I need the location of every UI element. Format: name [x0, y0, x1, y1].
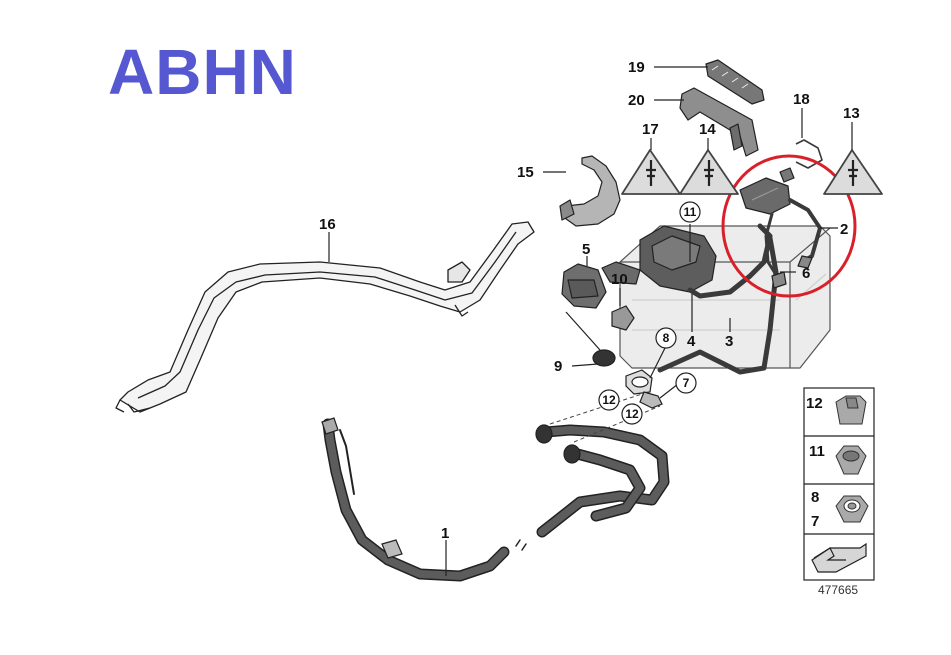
callout-14: 14: [699, 121, 716, 138]
grommet-9: [565, 311, 616, 367]
callout-9: 9: [554, 358, 562, 375]
legend-lock-nut-icon: [835, 495, 869, 523]
callout-2: 2: [840, 221, 848, 238]
callout-12b: 12: [625, 407, 639, 421]
circled-callout-12b: 12: [621, 403, 643, 425]
warning-triangle-17: [621, 149, 681, 195]
callout-3: 3: [725, 333, 733, 350]
callout-10: 10: [611, 271, 628, 288]
circled-callout-8: 8: [655, 327, 677, 349]
shield-15: [559, 155, 621, 227]
clip-10: [611, 305, 635, 331]
terminal-module-11: [601, 225, 717, 293]
callout-1: 1: [441, 525, 449, 542]
callout-4: 4: [687, 333, 696, 350]
bracket-19: [705, 59, 765, 105]
warning-triangle-13: [823, 149, 883, 195]
callout-12a: 12: [602, 393, 616, 407]
legend-hex-nut-icon: [835, 445, 867, 475]
callout-8: 8: [663, 331, 670, 345]
legend-label-12: 12: [806, 395, 823, 412]
legend-sleeve-icon: [835, 395, 867, 425]
bolt-assembly-7-8-12: [625, 369, 663, 409]
diagram-reference-number: 477665: [818, 583, 858, 597]
bracket-20: [679, 87, 759, 157]
callout-16: 16: [319, 216, 336, 233]
callout-17: 17: [642, 121, 659, 138]
callout-20: 20: [628, 92, 645, 109]
callout-19: 19: [628, 59, 645, 76]
diagram-title: ABHN: [108, 36, 297, 108]
circled-callout-7: 7: [675, 372, 697, 394]
warning-triangle-14: [679, 149, 739, 195]
circled-callout-11: 11: [679, 201, 701, 223]
leader-lines: [328, 66, 853, 576]
callout-7: 7: [683, 376, 690, 390]
callout-15: 15: [517, 164, 534, 181]
legend-arrow-icon: [811, 542, 867, 573]
callout-5: 5: [582, 241, 590, 258]
legend-label-8: 8: [811, 489, 819, 506]
callout-11: 11: [684, 205, 697, 219]
highlight-circle: [721, 154, 857, 298]
callout-13: 13: [843, 105, 860, 122]
legend-label-11: 11: [809, 443, 825, 460]
circled-callout-12a: 12: [598, 389, 620, 411]
cable-1: [322, 418, 670, 582]
callout-18: 18: [793, 91, 810, 108]
bracket-16: [115, 221, 535, 413]
alignment-lines: [549, 393, 661, 443]
callout-6: 6: [802, 265, 810, 282]
cable-1-terminals: [321, 417, 581, 559]
legend-label-7: 7: [811, 513, 819, 530]
connector-5: [561, 263, 607, 309]
